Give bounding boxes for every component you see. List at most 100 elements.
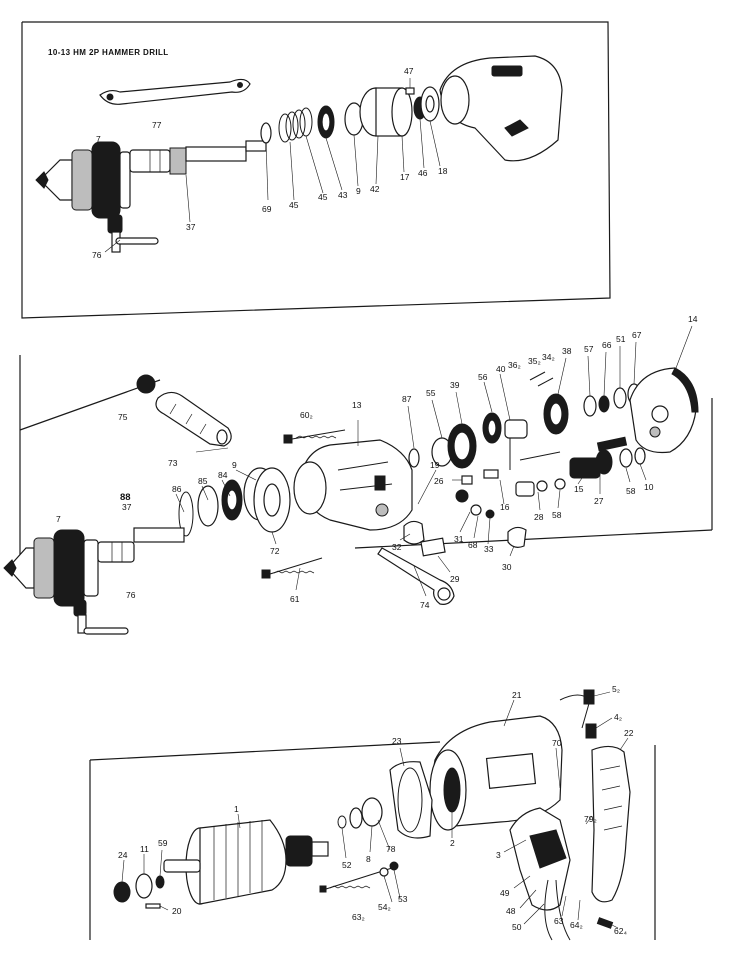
- callout-47: 47: [404, 66, 414, 76]
- callout-34: 34₂: [542, 352, 555, 362]
- callout-73: 73: [168, 458, 178, 468]
- callout-77: 77: [152, 120, 162, 130]
- shaft-40: [504, 371, 554, 470]
- callout-28: 28: [534, 512, 544, 522]
- chuck-key-76: [107, 214, 159, 253]
- callout-9-mid: 9: [232, 460, 237, 470]
- callout-21: 21: [512, 690, 522, 700]
- pinion-shaft-27: [519, 436, 646, 479]
- callout-9-top: 9: [356, 186, 361, 196]
- callout-8: 8: [366, 854, 371, 864]
- drill-chuck-7-mid: [3, 527, 185, 607]
- stator-23: [389, 761, 433, 839]
- callout-13: 13: [352, 400, 362, 410]
- callout-60: 60₂: [300, 410, 313, 420]
- spindle-37: [129, 140, 267, 175]
- callout-43: 43: [338, 190, 348, 200]
- callout-59: 59: [158, 838, 168, 848]
- callout-78: 78: [386, 844, 396, 854]
- callout-42: 42: [370, 184, 380, 194]
- top-panel-frame: [21, 21, 611, 319]
- screw-61: [261, 557, 323, 579]
- front-bearing-assembly: [178, 467, 291, 537]
- callout-72: 72: [270, 546, 280, 556]
- callout-52: 52: [342, 860, 352, 870]
- gear-housing: [439, 55, 563, 162]
- armature-1: [163, 819, 329, 905]
- callout-7-top: 7: [96, 134, 101, 144]
- callout-58a: 58: [552, 510, 562, 520]
- callout-37-top: 37: [186, 222, 196, 232]
- callout-67: 67: [632, 330, 642, 340]
- callout-87: 87: [402, 394, 412, 404]
- rear-bearing-parts: [113, 873, 165, 909]
- callout-61: 61: [290, 594, 300, 604]
- callout-15: 15: [574, 484, 584, 494]
- screw-63: [319, 861, 399, 893]
- callout-56: 56: [478, 372, 488, 382]
- callout-57: 57: [584, 344, 594, 354]
- callout-39: 39: [450, 380, 460, 390]
- callout-58b: 58: [626, 486, 636, 496]
- callout-2: 2: [450, 838, 455, 848]
- callout-1: 1: [234, 804, 239, 814]
- gear-train: [408, 412, 502, 469]
- callout-4: 4₂: [614, 712, 622, 722]
- callout-48: 48: [506, 906, 516, 916]
- handle-assembly: [509, 689, 631, 941]
- callout-63: 63₂: [352, 912, 365, 922]
- callout-76-mid: 76: [126, 590, 136, 600]
- bottom-leaders: [121, 691, 629, 929]
- gear-casing-14: [629, 367, 699, 454]
- chuck-key-76-mid: [73, 599, 129, 635]
- screw-60: [283, 429, 346, 444]
- callout-10: 10: [644, 482, 654, 492]
- callout-49: 49: [500, 888, 510, 898]
- callout-35: 35₂: [528, 356, 541, 366]
- callout-33: 33: [484, 544, 494, 554]
- motor-housing-21: [429, 715, 563, 831]
- top-leaders: [99, 78, 441, 253]
- callout-46: 46: [418, 168, 428, 178]
- callout-26: 26: [434, 476, 444, 486]
- callout-3: 3: [496, 850, 501, 860]
- callout-55: 55: [426, 388, 436, 398]
- callout-50: 50: [512, 922, 522, 932]
- callout-53: 53: [398, 894, 408, 904]
- callout-36: 36₂: [508, 360, 521, 370]
- callout-70: 70: [552, 738, 562, 748]
- callout-7-mid: 7: [56, 514, 61, 524]
- small-parts-lower-mid: [403, 489, 527, 557]
- callout-62: 62₄: [614, 926, 627, 936]
- callout-85: 85: [198, 476, 208, 486]
- callout-86: 86: [172, 484, 182, 494]
- middle-frame-top: [19, 379, 161, 431]
- callout-18: 18: [438, 166, 448, 176]
- callout-5: 5₂: [612, 684, 620, 694]
- callout-69: 69: [262, 204, 272, 214]
- callout-24: 24: [118, 850, 128, 860]
- callout-31: 31: [454, 534, 464, 544]
- callout-11: 11: [140, 844, 149, 854]
- callout-54: 54₂: [378, 902, 391, 912]
- drill-chuck-7: [35, 141, 131, 219]
- callout-64: 64₂: [570, 920, 583, 930]
- callout-79: 79₂: [584, 814, 597, 824]
- callout-37-mid: 37: [122, 502, 132, 512]
- bearing-set-8-78: [337, 797, 383, 829]
- gear-housing-13: [293, 439, 413, 531]
- callout-74: 74: [420, 600, 430, 610]
- callout-88: 88: [120, 492, 131, 503]
- spring-stack: [260, 87, 413, 144]
- middle-leaders: [175, 325, 693, 597]
- callout-76-top: 76: [92, 250, 102, 260]
- callout-22: 22: [624, 728, 634, 738]
- bearing-parts-46-18: [405, 86, 440, 122]
- callout-84: 84: [218, 470, 228, 480]
- callout-45b: 45: [318, 192, 328, 202]
- callout-20: 20: [172, 906, 182, 916]
- side-handle-73: [136, 374, 232, 447]
- middle-frame-bottom: [354, 529, 713, 549]
